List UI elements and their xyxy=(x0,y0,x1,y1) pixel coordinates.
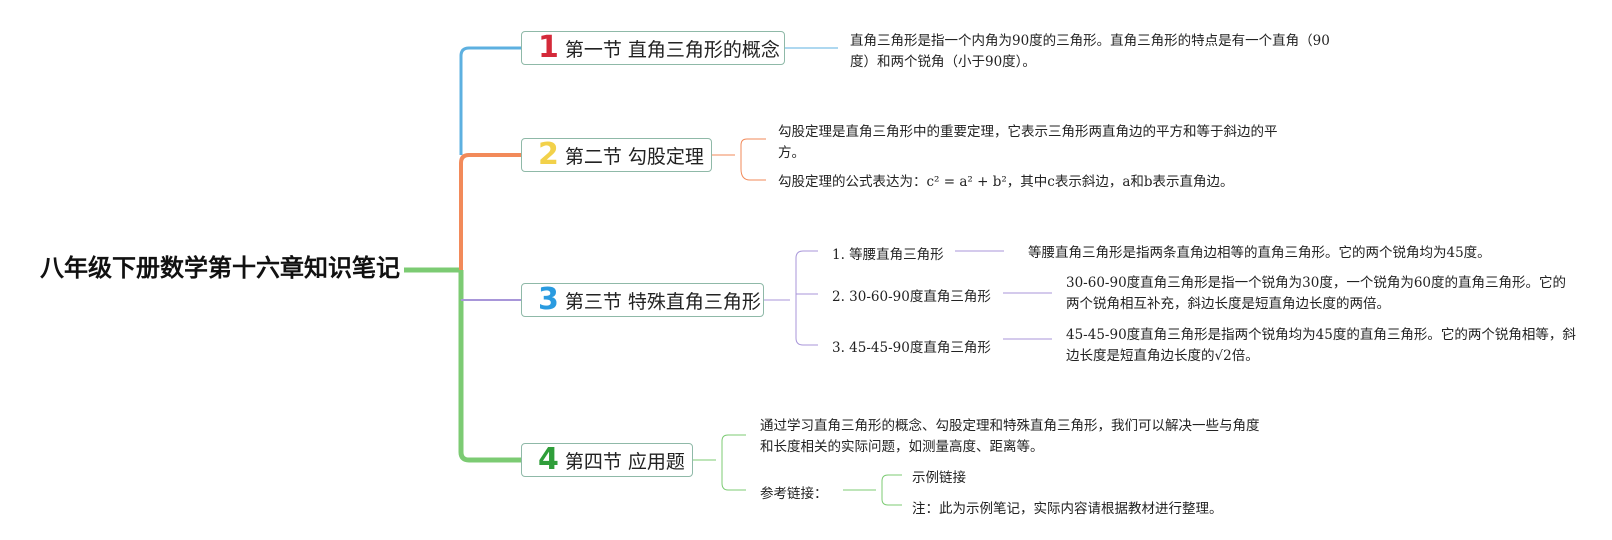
section-3-item-2-label: 2. 30-60-90度直角三角形 xyxy=(832,289,991,305)
section-2-note-2: 勾股定理的公式表达为：c² = a² + b²，其中c表示斜边，a和b表示直角边… xyxy=(778,174,1234,190)
section-3-node[interactable]: 3 第三节 特殊直角三角形 xyxy=(521,283,764,317)
section-4-number: 4 xyxy=(538,442,559,477)
section-4-title: 第四节 应用题 xyxy=(564,450,685,473)
s3-desc-connectors xyxy=(955,250,1052,340)
section-2-title: 第二节 勾股定理 xyxy=(564,145,704,168)
section-3-item-3-desc: 45-45-90度直角三角形是指两个锐角均为45度的直角三角形。它的两个锐角相等… xyxy=(1066,327,1576,364)
section-2-number: 2 xyxy=(538,137,559,172)
root-title[interactable]: 八年级下册数学第十六章知识笔记 xyxy=(40,254,400,282)
branch-1-connector xyxy=(459,46,521,155)
s2-leaf-connector xyxy=(712,138,766,181)
section-1-node[interactable]: 1 第一节 直角三角形的概念 xyxy=(521,31,785,65)
section-4-ref-link[interactable]: 示例链接 xyxy=(912,470,966,486)
section-3-item-1-desc: 等腰直角三角形是指两条直角边相等的直角三角形。它的两个锐角均为45度。 xyxy=(1028,245,1491,261)
section-2-node[interactable]: 2 第二节 勾股定理 xyxy=(521,138,712,172)
section-4-node[interactable]: 4 第四节 应用题 xyxy=(521,443,693,477)
section-4-ref-note: 注：此为示例笔记，实际内容请根据教材进行整理。 xyxy=(912,501,1223,517)
s4-ref-connector xyxy=(843,474,902,506)
section-3-title: 第三节 特殊直角三角形 xyxy=(564,290,761,313)
s4-leaf-connector xyxy=(693,434,746,491)
section-4-note: 通过学习直角三角形的概念、勾股定理和特殊直角三角形，我们可以解决一些与角度和长度… xyxy=(760,418,1260,455)
branch-4-connector xyxy=(458,270,521,463)
section-1-number: 1 xyxy=(538,30,559,65)
section-2-note-1: 勾股定理是直角三角形中的重要定理，它表示三角形两直角边的平方和等于斜边的平方。 xyxy=(778,124,1278,161)
section-1-title: 第一节 直角三角形的概念 xyxy=(564,38,780,61)
section-3-item-1-label: 1. 等腰直角三角形 xyxy=(832,247,944,263)
section-3-number: 3 xyxy=(538,282,559,317)
section-1-note: 直角三角形是指一个内角为90度的三角形。直角三角形的特点是有一个直角（90度）和… xyxy=(850,33,1330,70)
section-3-item-3-label: 3. 45-45-90度直角三角形 xyxy=(832,340,991,356)
section-3-item-2-desc: 30-60-90度直角三角形是指一个锐角为30度，一个锐角为60度的直角三角形。… xyxy=(1066,275,1567,312)
branch-2-connector xyxy=(459,153,521,270)
s3-item-connectors xyxy=(764,250,818,346)
section-4-ref-label: 参考链接： xyxy=(760,486,828,502)
